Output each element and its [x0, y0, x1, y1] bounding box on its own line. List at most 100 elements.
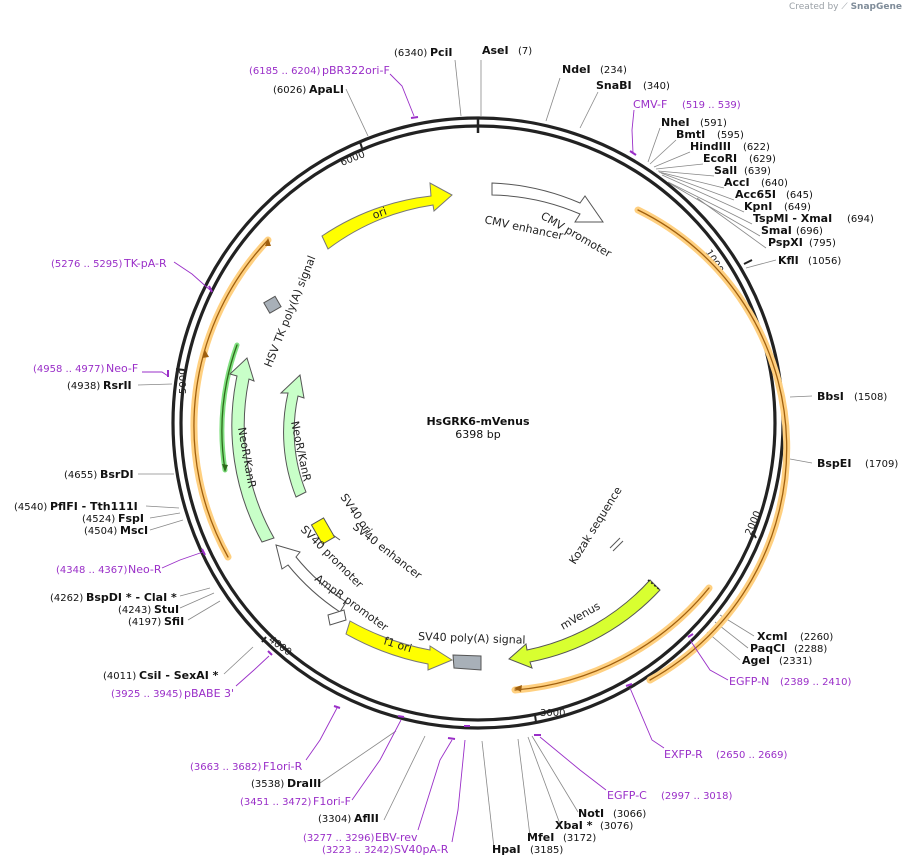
site-kpni-name[interactable]: KpnI [744, 200, 772, 213]
site-pspxi-pos[interactable]: (795) [809, 238, 836, 249]
site-ndei-name[interactable]: NdeI [562, 63, 591, 76]
site-aflii-name[interactable]: AflII [354, 812, 379, 825]
site-kfli-name[interactable]: KflI [778, 254, 799, 267]
primer-sv40pa-r-name[interactable]: SV40pA-R [394, 843, 449, 856]
site-bbsi-pos[interactable]: (1508) [854, 392, 887, 403]
site-ecori-pos[interactable]: (629) [749, 154, 776, 165]
primer-tk-pa-r-pos[interactable]: (5276 .. 5295) [51, 259, 123, 270]
site-xbai-pos[interactable]: (3076) [600, 821, 633, 832]
site-acci-pos[interactable]: (640) [761, 178, 788, 189]
site-nhei-pos[interactable]: (591) [700, 118, 727, 129]
site-smai-name[interactable]: SmaI [761, 224, 792, 237]
site-pcii-pos[interactable]: (6340) [394, 48, 427, 59]
site-snabi-name[interactable]: SnaBI [596, 79, 632, 92]
site-ecori-name[interactable]: EcoRI [703, 152, 737, 165]
site-pspxi-name[interactable]: PspXI [768, 236, 803, 249]
site-bspei-name[interactable]: BspEI [817, 457, 851, 470]
site-bbsi-name[interactable]: BbsI [817, 390, 844, 403]
site-kfli-pos[interactable]: (1056) [808, 256, 841, 267]
primer-exfp-r-pos[interactable]: (2650 .. 2669) [716, 750, 788, 761]
site-mfei-name[interactable]: MfeI [527, 831, 554, 844]
site-nhei-name[interactable]: NheI [661, 116, 690, 129]
primer-pbr322ori-f-name[interactable]: pBR322ori-F [322, 64, 390, 77]
site-paqci-pos[interactable]: (2288) [794, 644, 827, 655]
primer-egfp-c-pos[interactable]: (2997 .. 3018) [661, 791, 733, 802]
site-bmti-pos[interactable]: (595) [717, 130, 744, 141]
site-bmti-name[interactable]: BmtI [676, 128, 705, 141]
site-hindiii-name[interactable]: HindIII [690, 140, 731, 153]
primer-f1ori-f-pos[interactable]: (3451 .. 3472) [240, 797, 312, 808]
primer-neo-r-name[interactable]: Neo-R [128, 563, 162, 576]
site-fspi-pos[interactable]: (4524) [82, 514, 115, 525]
site-mfei-pos[interactable]: (3172) [563, 833, 596, 844]
site-apali-pos[interactable]: (6026) [273, 85, 306, 96]
site-tspmi-pos[interactable]: (694) [847, 214, 874, 225]
site-sali-name[interactable]: SalI [714, 164, 737, 177]
site-rsrii-name[interactable]: RsrII [103, 379, 132, 392]
site-smai-pos[interactable]: (696) [796, 226, 823, 237]
site-asei-name[interactable]: AseI [482, 44, 509, 57]
site-aflii-pos[interactable]: (3304) [318, 814, 351, 825]
primer-sv40pa-r-pos[interactable]: (3223 .. 3242) [322, 845, 394, 856]
primer-pbabe3-name[interactable]: pBABE 3' [184, 687, 234, 700]
site-acc65i-name[interactable]: Acc65I [735, 188, 776, 201]
site-bspdi-name[interactable]: BspDI * - ClaI * [86, 591, 177, 604]
site-paqci-name[interactable]: PaqCI [750, 642, 785, 655]
site-xcmi-name[interactable]: XcmI [757, 630, 788, 643]
site-sali-pos[interactable]: (639) [744, 166, 771, 177]
site-bspdi-pos[interactable]: (4262) [50, 593, 83, 604]
site-tspmi-name[interactable]: TspMI - XmaI [753, 212, 832, 225]
site-snabi-pos[interactable]: (340) [643, 81, 670, 92]
primer-egfp-n-name[interactable]: EGFP-N [729, 675, 769, 688]
primer-f1ori-r-pos[interactable]: (3663 .. 3682) [190, 762, 262, 773]
primer-cmv-f-name[interactable]: CMV-F [633, 98, 667, 111]
primer-exfp-r-name[interactable]: EXFP-R [664, 748, 703, 761]
site-pflfi-pos[interactable]: (4540) [14, 502, 47, 513]
primer-pbabe3-pos[interactable]: (3925 .. 3945) [111, 689, 183, 700]
site-msci-pos[interactable]: (4504) [84, 526, 117, 537]
site-agei-name[interactable]: AgeI [742, 654, 770, 667]
site-noti-pos[interactable]: (3066) [613, 809, 646, 820]
primer-neo-r-pos[interactable]: (4348 .. 4367) [56, 565, 128, 576]
site-pcii-name[interactable]: PciI [430, 46, 452, 59]
site-stui-name[interactable]: StuI [154, 603, 179, 616]
primer-ebv-rev-pos[interactable]: (3277 .. 3296) [303, 833, 375, 844]
site-acci-name[interactable]: AccI [724, 176, 750, 189]
primer-cmv-f-pos[interactable]: (519 .. 539) [682, 100, 741, 111]
site-ndei-pos[interactable]: (234) [600, 65, 627, 76]
site-agei-pos[interactable]: (2331) [779, 656, 812, 667]
site-bspei-pos[interactable]: (1709) [865, 459, 898, 470]
site-noti-name[interactable]: NotI [578, 807, 604, 820]
site-sfii-pos[interactable]: (4197) [128, 617, 161, 628]
primer-pbr322ori-f-pos[interactable]: (6185 .. 6204) [249, 66, 321, 77]
primer-tk-pa-r-name[interactable]: TK-pA-R [123, 257, 167, 270]
primer-f1ori-f-name[interactable]: F1ori-F [313, 795, 351, 808]
site-hpai-name[interactable]: HpaI [492, 843, 521, 856]
site-msci-name[interactable]: MscI [120, 524, 148, 537]
site-csii-pos[interactable]: (4011) [103, 671, 136, 682]
site-bsrdi-pos[interactable]: (4655) [64, 470, 97, 481]
site-csii-name[interactable]: CsiI - SexAI * [139, 669, 219, 682]
primer-egfp-n-pos[interactable]: (2389 .. 2410) [780, 677, 852, 688]
site-bsrdi-name[interactable]: BsrDI [100, 468, 134, 481]
site-draiii-pos[interactable]: (3538) [251, 779, 284, 790]
site-fspi-name[interactable]: FspI [118, 512, 144, 525]
site-xcmi-pos[interactable]: (2260) [800, 632, 833, 643]
site-asei-pos[interactable]: (7) [518, 46, 532, 57]
site-kpni-pos[interactable]: (649) [784, 202, 811, 213]
primer-neo-f-name[interactable]: Neo-F [106, 362, 138, 375]
primer-egfp-c-name[interactable]: EGFP-C [607, 789, 647, 802]
site-rsrii-pos[interactable]: (4938) [67, 381, 100, 392]
site-apali-name[interactable]: ApaLI [309, 83, 344, 96]
site-xbai-name[interactable]: XbaI * [555, 819, 593, 832]
site-hpai-pos[interactable]: (3185) [530, 845, 563, 856]
primer-ebv-rev-name[interactable]: EBV-rev [375, 831, 418, 844]
primer-neo-f-pos[interactable]: (4958 .. 4977) [33, 364, 105, 375]
site-draiii-name[interactable]: DraIII [287, 777, 321, 790]
primer-f1ori-r-name[interactable]: F1ori-R [263, 760, 303, 773]
site-stui-pos[interactable]: (4243) [118, 605, 151, 616]
site-acc65i-pos[interactable]: (645) [786, 190, 813, 201]
site-pflfi-name[interactable]: PflFI - Tth111I [50, 500, 138, 513]
site-hindiii-pos[interactable]: (622) [743, 142, 770, 153]
site-sfii-name[interactable]: SfiI [164, 615, 184, 628]
